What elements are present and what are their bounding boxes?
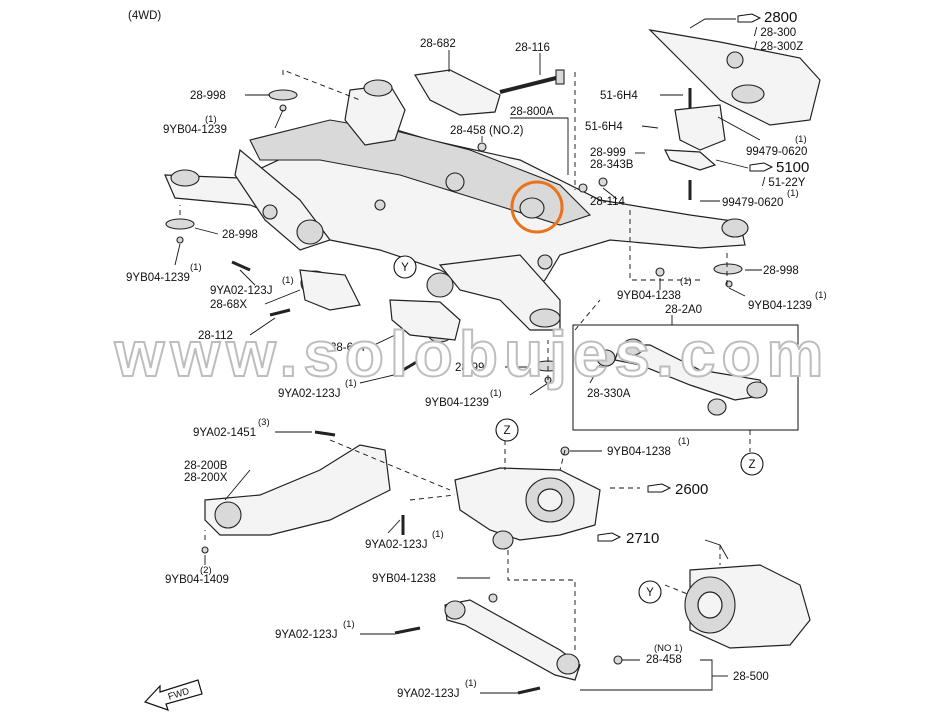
label-28-458-no1[interactable]: 28-458 <box>646 654 682 666</box>
label-28-200B[interactable]: 28-200B <box>184 460 228 472</box>
label-28-500[interactable]: 28-500 <box>733 671 769 683</box>
label-28-682[interactable]: 28-682 <box>420 38 456 50</box>
svg-text:(1): (1) <box>795 134 807 145</box>
ref-2800[interactable]: 2800 / 28-300 / 28-300Z <box>689 9 803 53</box>
label-9YB04-1238-b[interactable]: 9YB04-1238 <box>607 446 671 458</box>
label-99479-0620-a[interactable]: 99479-0620 <box>746 146 807 158</box>
label-28-112[interactable]: 28-112 <box>198 330 233 342</box>
label-28-998-b[interactable]: 28-998 <box>222 229 258 241</box>
label-51-6H4-b[interactable]: 51-6H4 <box>585 121 623 133</box>
pointing-hand-icon <box>749 162 774 172</box>
ref-5100[interactable]: 5100 / 51-22Y <box>715 159 809 189</box>
svg-text:(3): (3) <box>258 417 270 428</box>
label-9YB04-1239-a[interactable]: 9YB04-1239 <box>163 124 227 136</box>
ref-2600[interactable]: 2600 <box>647 481 708 498</box>
svg-text:(1): (1) <box>815 290 827 301</box>
variant-label: (4WD) <box>128 10 161 22</box>
svg-text:Z: Z <box>503 425 510 437</box>
label-9YB04-1238-a[interactable]: 9YB04-1238 <box>617 290 681 302</box>
view-marker-y-top: Y <box>393 255 417 279</box>
svg-text:/ 28-300Z: / 28-300Z <box>754 41 803 53</box>
label-28-998-a[interactable]: 28-998 <box>190 90 226 102</box>
rear-subframe <box>164 69 749 343</box>
svg-text:/ 51-22Y: / 51-22Y <box>762 177 806 189</box>
svg-text:2600: 2600 <box>675 481 708 498</box>
label-28-114[interactable]: 28-114 <box>590 196 626 208</box>
label-28-343B[interactable]: 28-343B <box>590 159 634 171</box>
svg-text:(1): (1) <box>680 276 692 287</box>
label-9YB04-1239-b[interactable]: 9YB04-1239 <box>126 272 190 284</box>
view-marker-z-right: Z <box>740 452 764 476</box>
svg-text:Y: Y <box>401 262 409 274</box>
svg-text:(1): (1) <box>490 388 502 399</box>
svg-text:(1): (1) <box>343 619 355 630</box>
fwd-arrow-icon: FWD <box>143 679 203 711</box>
label-28-999[interactable]: 28-999 <box>590 147 626 159</box>
ref-2710[interactable]: 2710 <box>597 530 659 547</box>
watermark: www.solobujes.com <box>114 318 830 390</box>
pointing-hand-icon <box>597 532 622 542</box>
view-marker-y-bottom: Y <box>638 580 662 604</box>
label-9YB04-1238-c[interactable]: 9YB04-1238 <box>372 573 436 585</box>
view-marker-z-top: Z <box>495 418 519 442</box>
svg-text:(1): (1) <box>432 529 444 540</box>
label-9YA02-123J-d[interactable]: 9YA02-123J <box>275 629 337 641</box>
ref-2800-number: 2800 <box>764 9 797 26</box>
control-arm-2800 <box>648 29 821 200</box>
label-99479-0620-b[interactable]: 99479-0620 <box>722 197 783 209</box>
lateral-link-28-500 <box>444 599 581 681</box>
label-28-68Y[interactable]: 28-68Y <box>330 342 367 354</box>
svg-text:(1): (1) <box>787 188 799 199</box>
label-28-998-c[interactable]: 28-998 <box>455 362 491 374</box>
svg-text:(1): (1) <box>190 262 202 273</box>
svg-text:Y: Y <box>646 587 654 599</box>
dashed-guides <box>179 69 751 650</box>
knuckle-2600 <box>454 467 601 550</box>
label-28-2A0[interactable]: 28-2A0 <box>665 304 702 316</box>
fasteners <box>165 89 743 695</box>
label-28-200X[interactable]: 28-200X <box>184 472 228 484</box>
svg-text:(1): (1) <box>678 436 690 447</box>
label-28-116[interactable]: 28-116 <box>515 42 550 54</box>
svg-text:(1): (1) <box>282 275 294 286</box>
svg-text:2710: 2710 <box>626 530 659 547</box>
hub-2710 <box>684 564 811 649</box>
svg-text:(1): (1) <box>345 378 357 389</box>
label-28-998-d[interactable]: 28-998 <box>763 265 799 277</box>
trailing-arm-28-200B <box>204 430 391 536</box>
svg-text:Z: Z <box>748 459 755 471</box>
label-9YA02-123J-c[interactable]: 9YA02-123J <box>365 539 427 551</box>
svg-text:/ 28-300: / 28-300 <box>754 27 796 39</box>
pointing-hand-icon <box>647 483 672 493</box>
pointing-hand-icon <box>737 13 762 23</box>
label-28-458-no2[interactable]: 28-458 (NO.2) <box>450 125 524 137</box>
svg-text:(2): (2) <box>200 565 212 576</box>
upper-arm-28-2A0 <box>572 324 799 431</box>
label-9YA02-123J-e[interactable]: 9YA02-123J <box>397 688 459 700</box>
label-28-800A[interactable]: 28-800A <box>510 106 554 118</box>
label-9YA02-1451[interactable]: 9YA02-1451 <box>193 427 256 439</box>
label-51-6H4-a[interactable]: 51-6H4 <box>600 90 638 102</box>
label-9YB04-1239-d[interactable]: 9YB04-1239 <box>748 300 812 312</box>
highlighted-bushing[interactable] <box>510 180 564 234</box>
svg-text:(1): (1) <box>465 678 477 689</box>
label-9YA02-123J-b[interactable]: 9YA02-123J <box>278 388 340 400</box>
label-9YA02-123J-a[interactable]: 9YA02-123J <box>210 285 272 297</box>
no1-tag: (NO 1) <box>654 643 683 654</box>
leader-lines <box>174 50 762 694</box>
label-9YB04-1409[interactable]: 9YB04-1409 <box>165 574 229 586</box>
svg-text:(1): (1) <box>205 114 217 125</box>
svg-text:5100: 5100 <box>776 159 809 176</box>
label-9YB04-1239-c[interactable]: 9YB04-1239 <box>425 397 489 409</box>
label-28-330A[interactable]: 28-330A <box>587 388 631 400</box>
label-28-68X[interactable]: 28-68X <box>210 299 247 311</box>
